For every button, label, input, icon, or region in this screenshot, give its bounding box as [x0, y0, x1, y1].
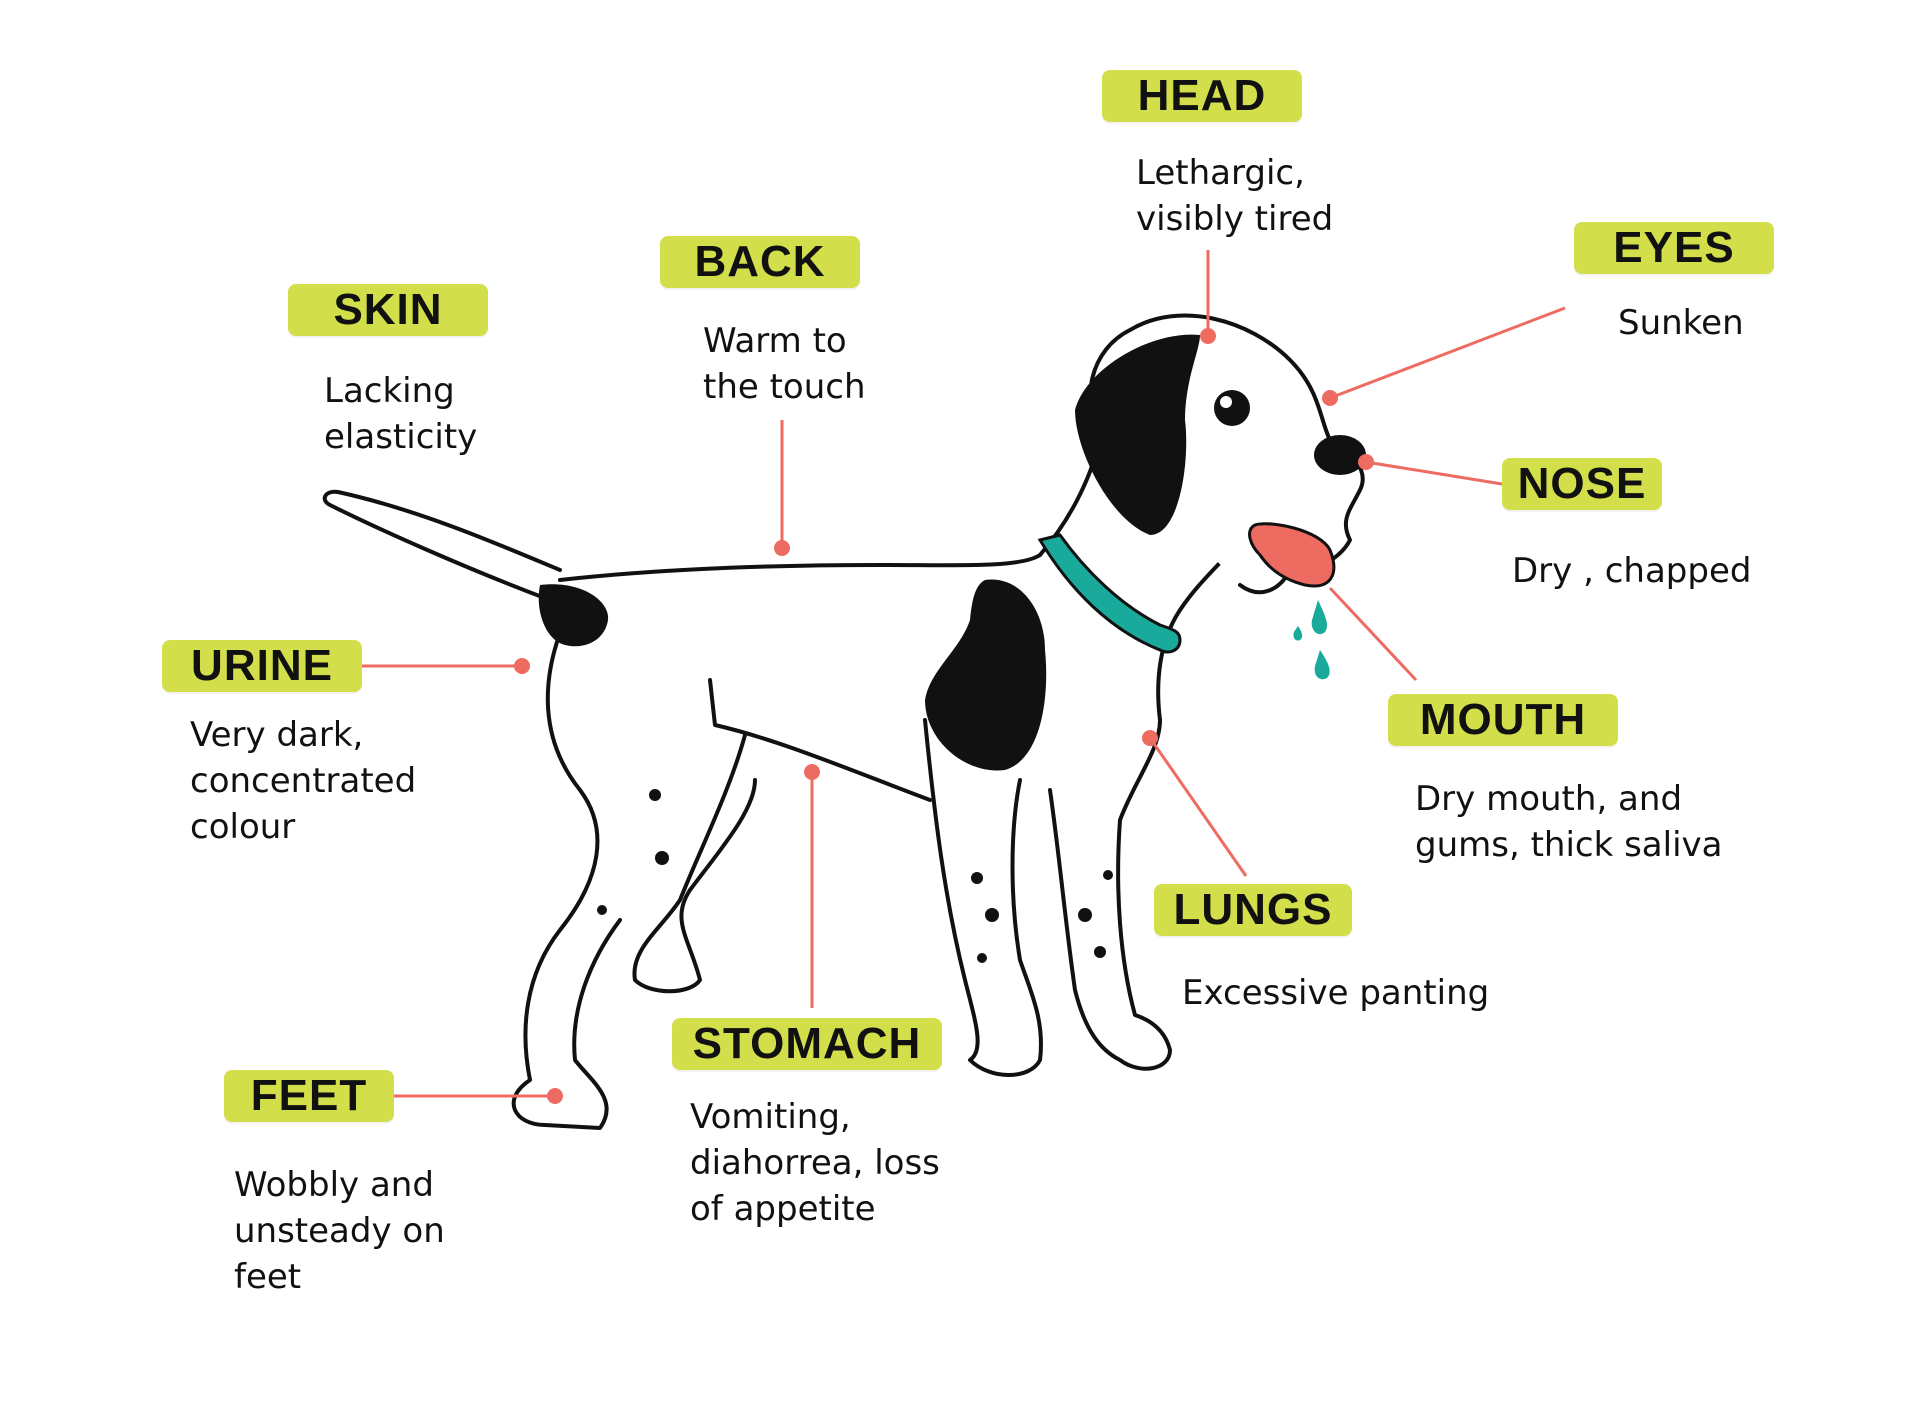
dog-rear-leg	[511, 618, 622, 1130]
dog-front-leg-far	[1048, 718, 1172, 1071]
drool-drop	[1311, 600, 1328, 635]
dog-tongue	[1248, 522, 1336, 588]
dog-ear	[1075, 334, 1200, 535]
eyes-marker	[1322, 390, 1338, 406]
eyes-leader	[1329, 306, 1566, 400]
drool-drop	[1293, 626, 1303, 641]
feet-marker	[547, 1088, 563, 1104]
dog-tail-patch	[538, 584, 609, 647]
drool-drop	[1314, 650, 1330, 680]
back-label: BACK	[660, 236, 860, 288]
urine-marker	[514, 658, 530, 674]
head-description: Lethargic,visibly tired	[1136, 153, 1334, 239]
feet-label: FEET	[224, 1070, 394, 1122]
dog-back-outline	[558, 553, 1042, 582]
nose-leader	[1365, 460, 1503, 486]
lungs-label: LUNGS	[1154, 884, 1352, 936]
dog-nose	[1314, 435, 1366, 475]
dog-belly	[708, 678, 932, 802]
back-marker	[774, 540, 790, 556]
lungs-description: Excessive panting	[1182, 973, 1490, 1013]
dog-tail	[322, 489, 562, 602]
mouth-label: MOUTH	[1388, 694, 1618, 746]
nose-label: NOSE	[1502, 458, 1662, 510]
stomach-label: STOMACH	[672, 1018, 942, 1070]
nose-description: Dry , chapped	[1512, 551, 1752, 591]
stomach-marker	[804, 764, 820, 780]
mouth-leader	[1328, 586, 1418, 682]
dog-collar	[1037, 533, 1182, 654]
eyes-description: Sunken	[1618, 303, 1744, 343]
dog-front-leg	[923, 718, 1043, 1077]
dog-shoulder-patch	[925, 579, 1047, 771]
dog-eye	[1214, 390, 1250, 426]
nose-marker	[1358, 454, 1374, 470]
eyes-label: EYES	[1574, 222, 1774, 274]
head-label: HEAD	[1102, 70, 1302, 122]
lungs-leader	[1148, 737, 1248, 877]
dog-rear-inner-leg	[632, 733, 757, 994]
head-marker	[1200, 328, 1216, 344]
urine-label: URINE	[162, 640, 362, 692]
skin-label: SKIN	[288, 284, 488, 336]
lungs-marker	[1142, 730, 1158, 746]
